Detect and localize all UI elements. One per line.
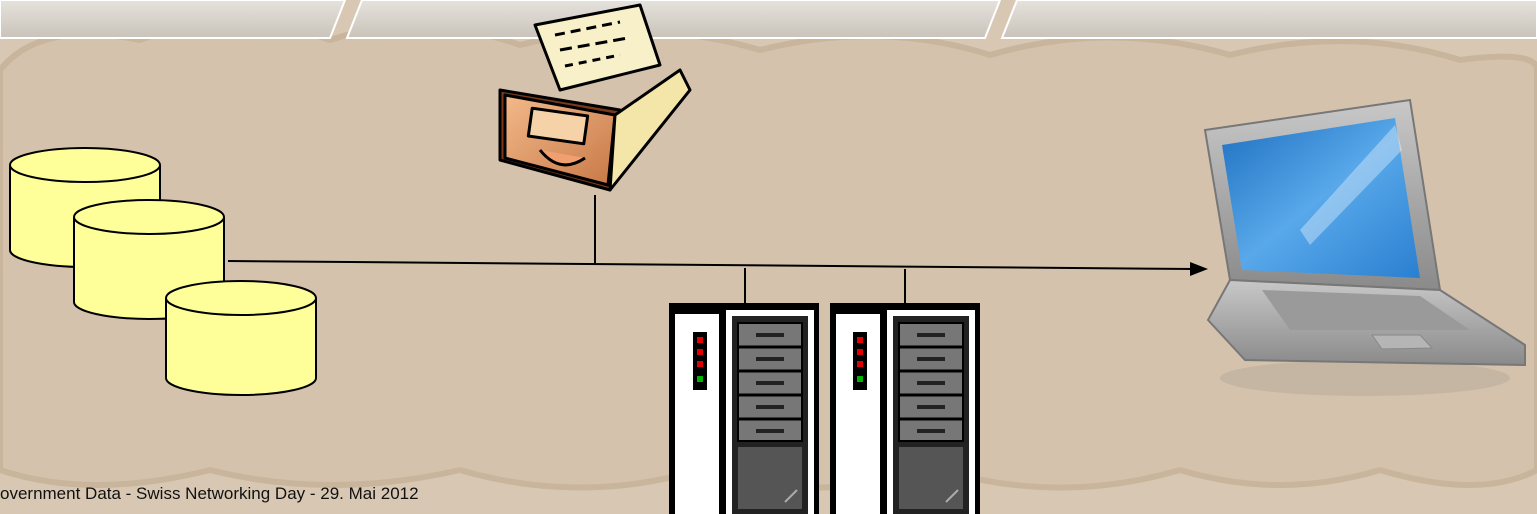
server-rack-icon (830, 303, 980, 514)
database-cylinder-icon (166, 281, 316, 395)
server-rack-icon (669, 303, 819, 514)
top-tab-bar (0, 0, 1537, 38)
footer-text: overnment Data - Swiss Networking Day - … (0, 484, 419, 504)
